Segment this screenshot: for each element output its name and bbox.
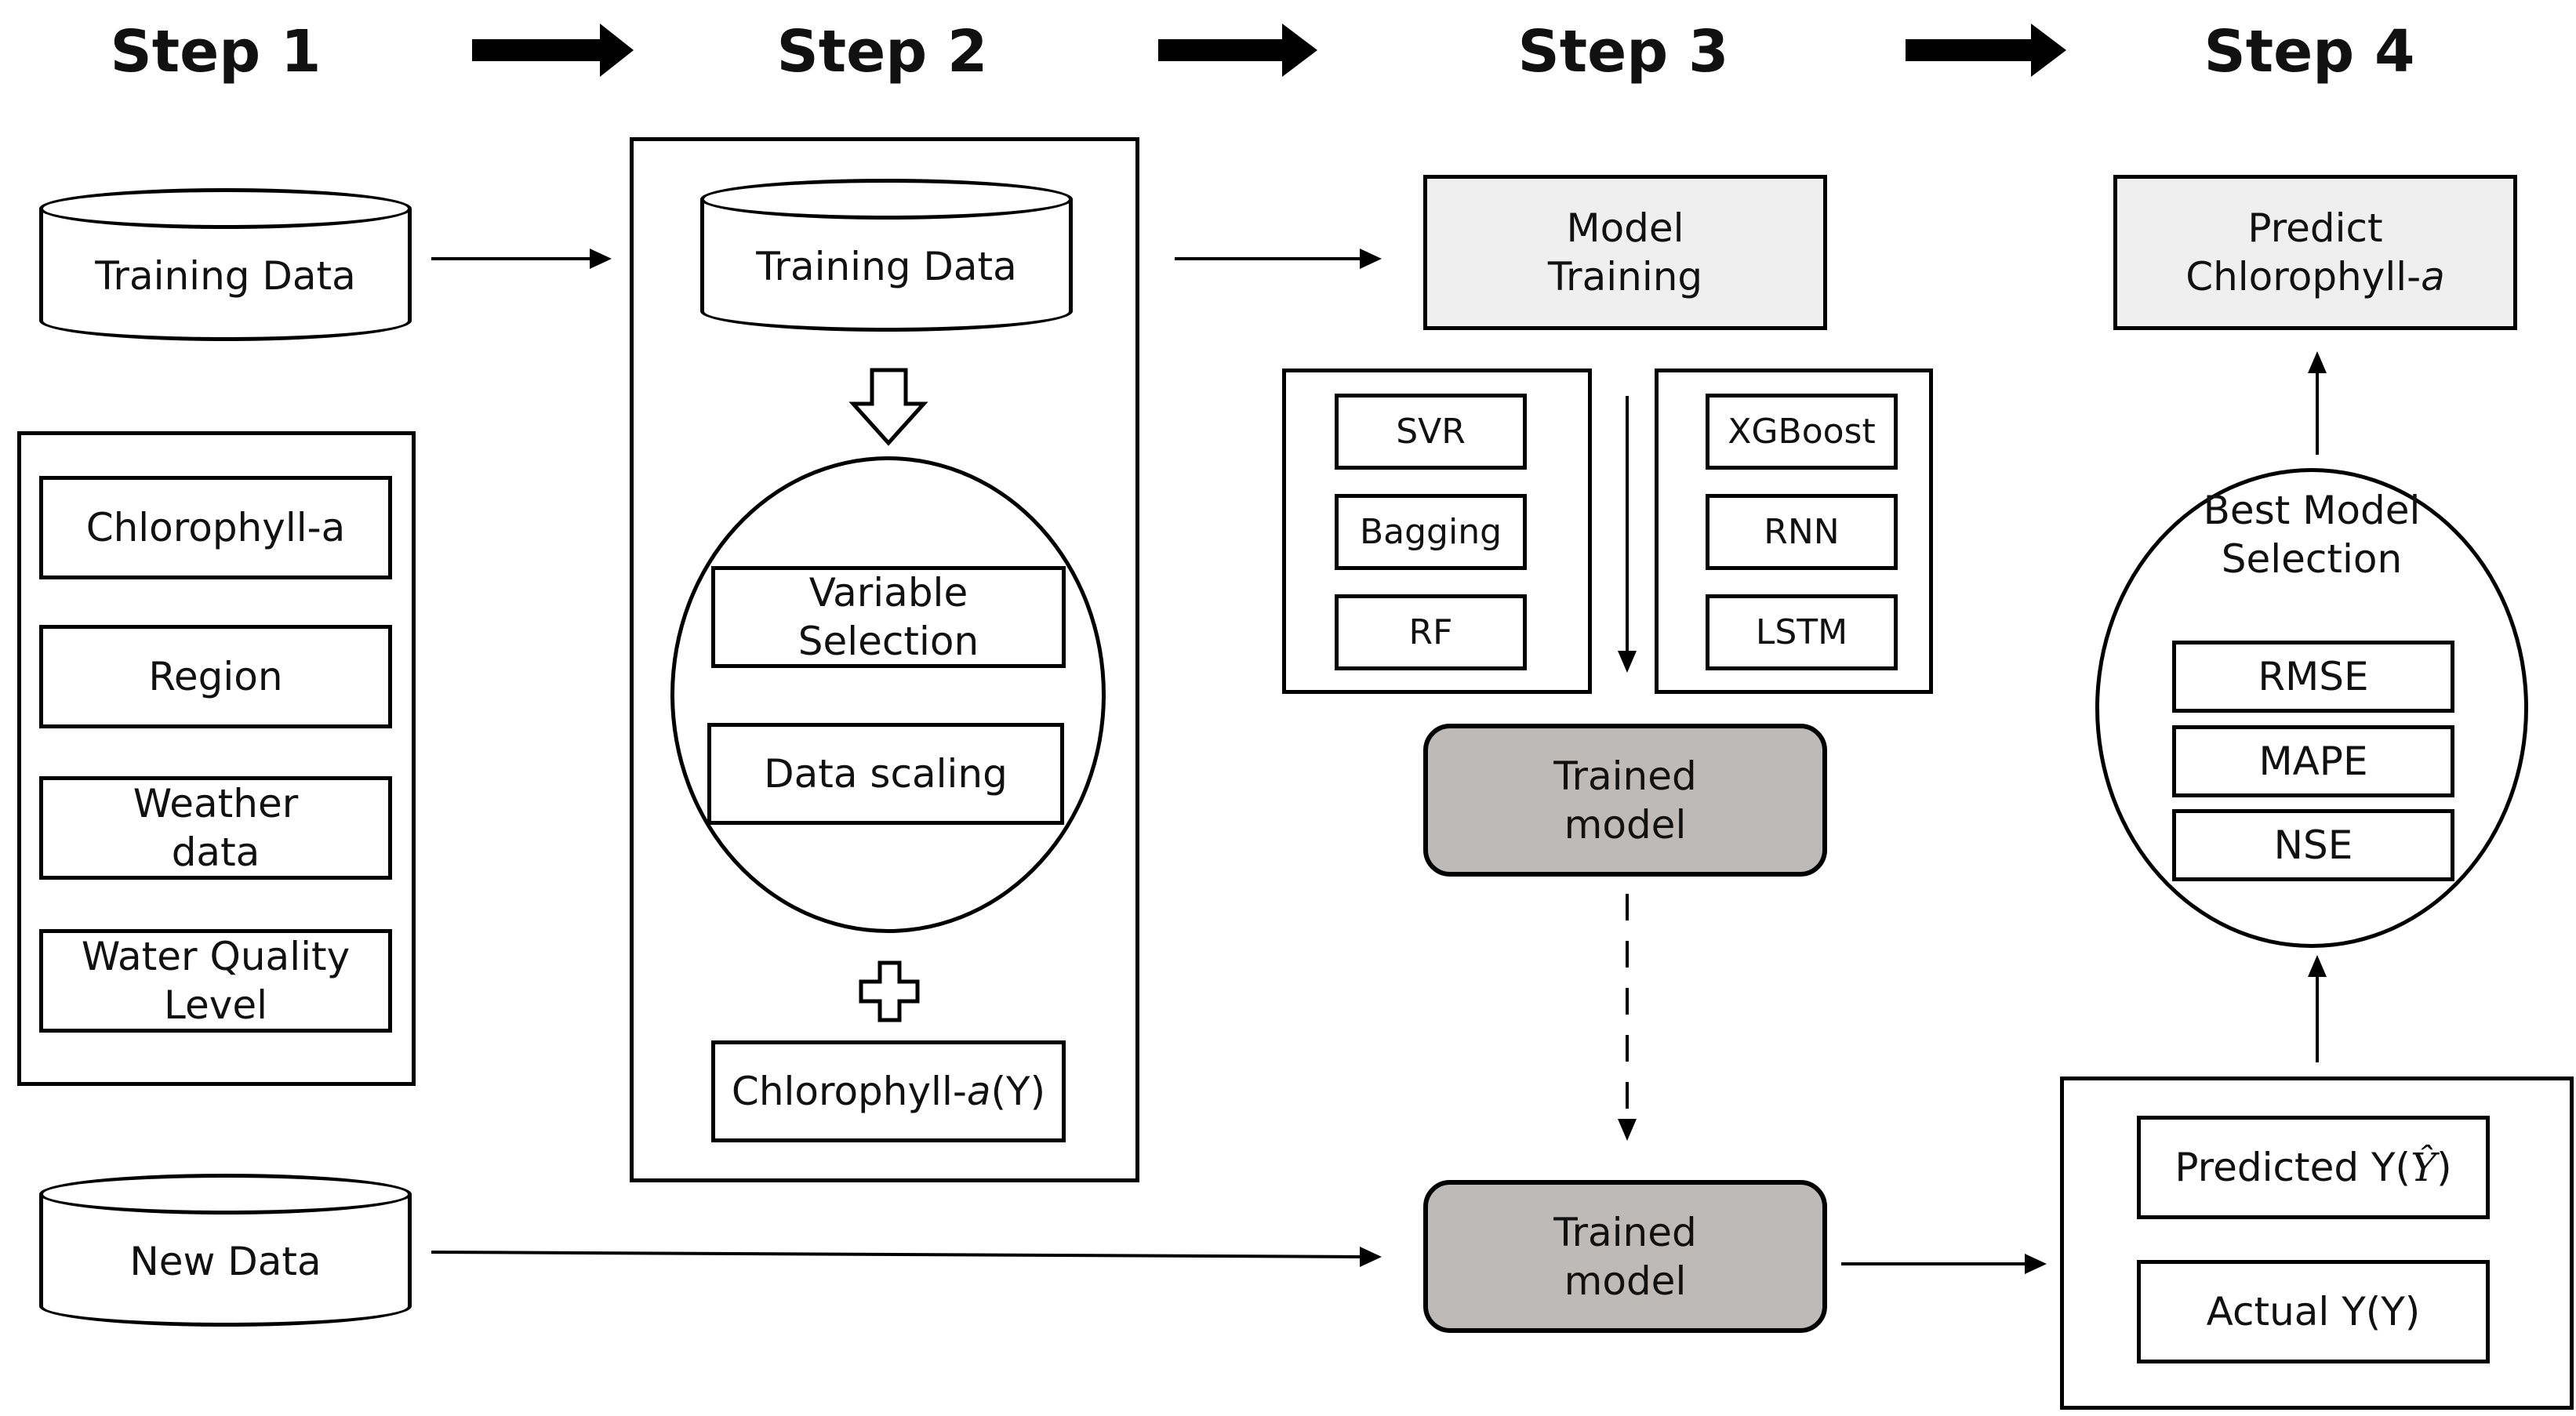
model-bagging: Bagging [1335, 494, 1527, 570]
training-data-cylinder: Training Data [39, 188, 412, 341]
metric-nse: NSE [2172, 809, 2454, 881]
predicted-y-hat: Ŷ [2411, 1145, 2437, 1190]
arrow-newdata-to-trained-model [431, 1247, 1382, 1267]
predicted-y-box: Predicted Y(Ŷ) [2137, 1116, 2490, 1219]
step-3-title: Step 3 [1517, 18, 1729, 85]
actual-y-box: Actual Y(Y) [2137, 1260, 2490, 1363]
trained-model-box-2: Trained model [1423, 1180, 1827, 1333]
new-data-cylinder: New Data [39, 1174, 412, 1327]
arrow-trained-to-results [1841, 1254, 2047, 1274]
target-italic-a: a [966, 1069, 991, 1114]
arrow-selection-to-predict [2308, 351, 2327, 455]
variable-chlorophyll-a: Chlorophyll-a [39, 476, 392, 579]
model-training-box: Model Training [1423, 175, 1827, 330]
arrow-results-to-selection [2308, 955, 2327, 1062]
predict-line-2: Chlorophyll-a [2185, 252, 2445, 301]
metric-mape: MAPE [2172, 725, 2454, 797]
best-model-selection-label: Best Model Selection [2203, 488, 2421, 582]
variable-water-quality-level: Water Quality Level [39, 929, 392, 1033]
hollow-down-arrow [848, 368, 928, 446]
model-rnn: RNN [1706, 494, 1898, 570]
big-arrow-step1-to-2 [472, 24, 634, 77]
predicted-suffix: ) [2436, 1145, 2452, 1190]
predict-chlorophyll-text: Chlorophyll- [2185, 254, 2422, 300]
big-arrow-step3-to-4 [1906, 24, 2066, 77]
step2-training-data-cylinder: Training Data [700, 179, 1073, 332]
target-suffix: (Y) [990, 1069, 1046, 1114]
variable-region: Region [39, 625, 392, 728]
trained-model-box-1: Trained model [1423, 724, 1827, 877]
step-2-title: Step 2 [776, 18, 988, 85]
model-svr: SVR [1335, 394, 1527, 470]
dashed-arrow-trained-models [1618, 894, 1637, 1141]
predict-italic-a: a [2421, 254, 2445, 300]
data-scaling-box: Data scaling [707, 723, 1064, 825]
target-chlorophyll-box: Chlorophyll-a(Y) [711, 1040, 1066, 1142]
step-1-title: Step 1 [110, 18, 322, 85]
variable-selection-box: Variable Selection [711, 566, 1066, 668]
model-rf: RF [1335, 594, 1527, 670]
model-xgboost: XGBoost [1706, 394, 1898, 470]
metric-rmse: RMSE [2172, 641, 2454, 713]
arrow-training-to-preprocess [431, 249, 612, 269]
variable-weather-data: Weather data [39, 776, 392, 880]
predicted-prefix: Predicted Y( [2175, 1145, 2411, 1190]
big-arrow-step2-to-3 [1158, 24, 1317, 77]
arrow-models-down [1618, 396, 1637, 673]
target-prefix: Chlorophyll- [731, 1069, 967, 1114]
preprocessing-ellipse [670, 456, 1106, 933]
arrow-preprocess-to-training [1175, 249, 1382, 269]
step-4-title: Step 4 [2204, 18, 2415, 85]
hollow-plus-icon [859, 960, 920, 1022]
training-data-label: Training Data [95, 252, 356, 299]
predict-chlorophyll-box: Predict Chlorophyll-a [2113, 175, 2517, 330]
new-data-label: New Data [129, 1238, 322, 1284]
step2-training-data-label: Training Data [756, 243, 1017, 289]
predict-line-1: Predict [2247, 205, 2383, 251]
model-lstm: LSTM [1706, 594, 1898, 670]
